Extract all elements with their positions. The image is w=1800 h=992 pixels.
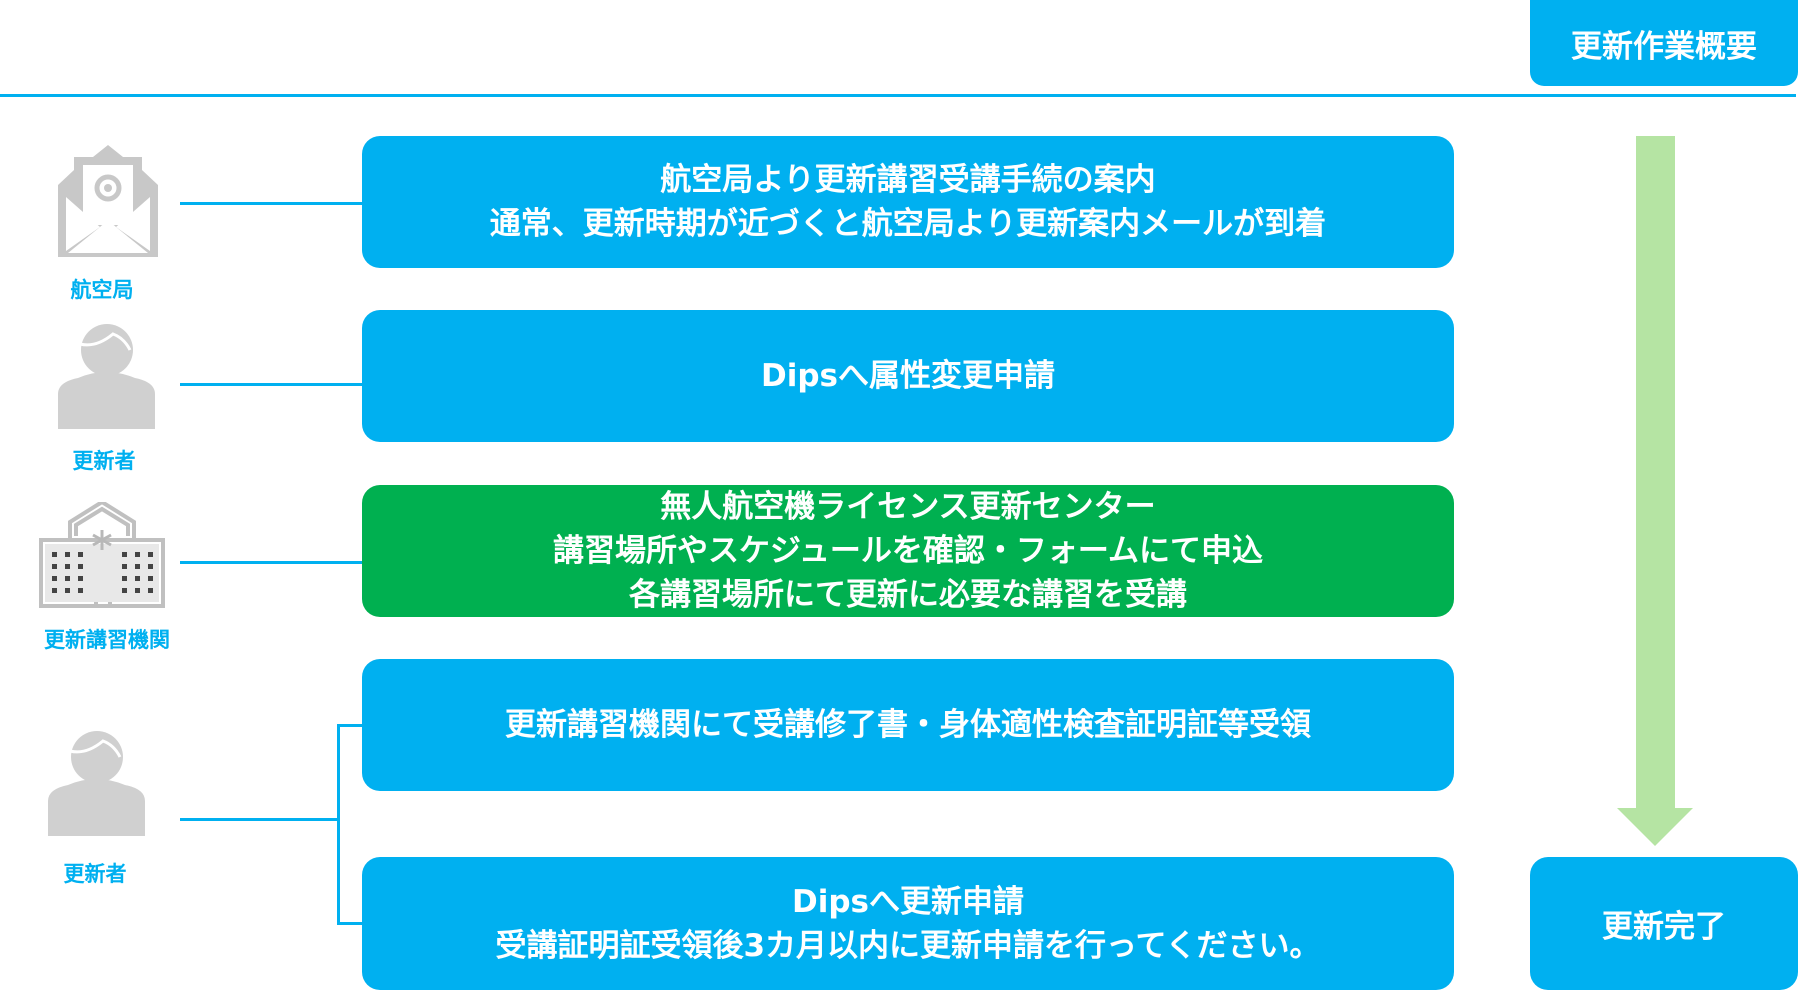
overview-title-text: 更新作業概要 <box>1571 28 1757 65</box>
step-4-receive-certificates: 更新講習機関にて受講修了書・身体適性検査証明証等受領 <box>362 659 1454 791</box>
envelope-at-icon <box>58 145 158 257</box>
step-text: 更新講習機関にて受講修了書・身体適性検査証明証等受領 <box>505 707 1311 743</box>
actor-label-aviation-bureau: 航空局 <box>70 278 134 302</box>
step-5-renewal-application: Dipsへ更新申請 受講証明証受領後3カ月以内に更新申請を行ってください。 <box>362 857 1454 990</box>
actor-label-training-institution: 更新講習機関 <box>44 628 170 652</box>
step-text: 通常、更新時期が近づくと航空局より更新案内メールが到着 <box>489 206 1327 242</box>
step-2-attribute-change: Dipsへ属性変更申請 <box>362 310 1454 442</box>
arrow-down-icon <box>1617 808 1693 846</box>
person-icon <box>58 322 155 429</box>
step-text: Dipsへ属性変更申請 <box>761 358 1055 394</box>
progress-arrow-shaft <box>1636 136 1675 809</box>
header-divider <box>0 94 1796 97</box>
completion-label: 更新完了 <box>1602 909 1726 945</box>
step-3-training: 無人航空機ライセンス更新センター 講習場所やスケジュールを確認・フォームにて申込… <box>362 485 1454 617</box>
connector-line <box>180 561 362 564</box>
connector-line <box>180 383 362 386</box>
building-icon <box>38 499 166 608</box>
overview-title: 更新作業概要 <box>1530 0 1798 86</box>
actor-label-renewer: 更新者 <box>63 862 127 886</box>
bracket-arm-bottom <box>337 922 362 925</box>
actor-label-renewer: 更新者 <box>72 449 136 473</box>
step-text: 講習場所やスケジュールを確認・フォームにて申込 <box>553 533 1263 569</box>
connector-line <box>180 818 338 821</box>
step-text: 各講習場所にて更新に必要な講習を受講 <box>629 577 1187 613</box>
bracket-connector <box>337 724 340 925</box>
step-text: 航空局より更新講習受講手続の案内 <box>660 162 1156 198</box>
step-text: Dipsへ更新申請 <box>792 883 1024 920</box>
step-text: 受講証明証受領後3カ月以内に更新申請を行ってください。 <box>495 927 1321 964</box>
person-icon <box>48 729 145 836</box>
completion-box: 更新完了 <box>1530 857 1798 990</box>
step-text: 無人航空機ライセンス更新センター <box>660 489 1156 525</box>
connector-line <box>180 202 362 205</box>
bracket-arm-top <box>337 724 362 727</box>
step-1-notice: 航空局より更新講習受講手続の案内 通常、更新時期が近づくと航空局より更新案内メー… <box>362 136 1454 268</box>
